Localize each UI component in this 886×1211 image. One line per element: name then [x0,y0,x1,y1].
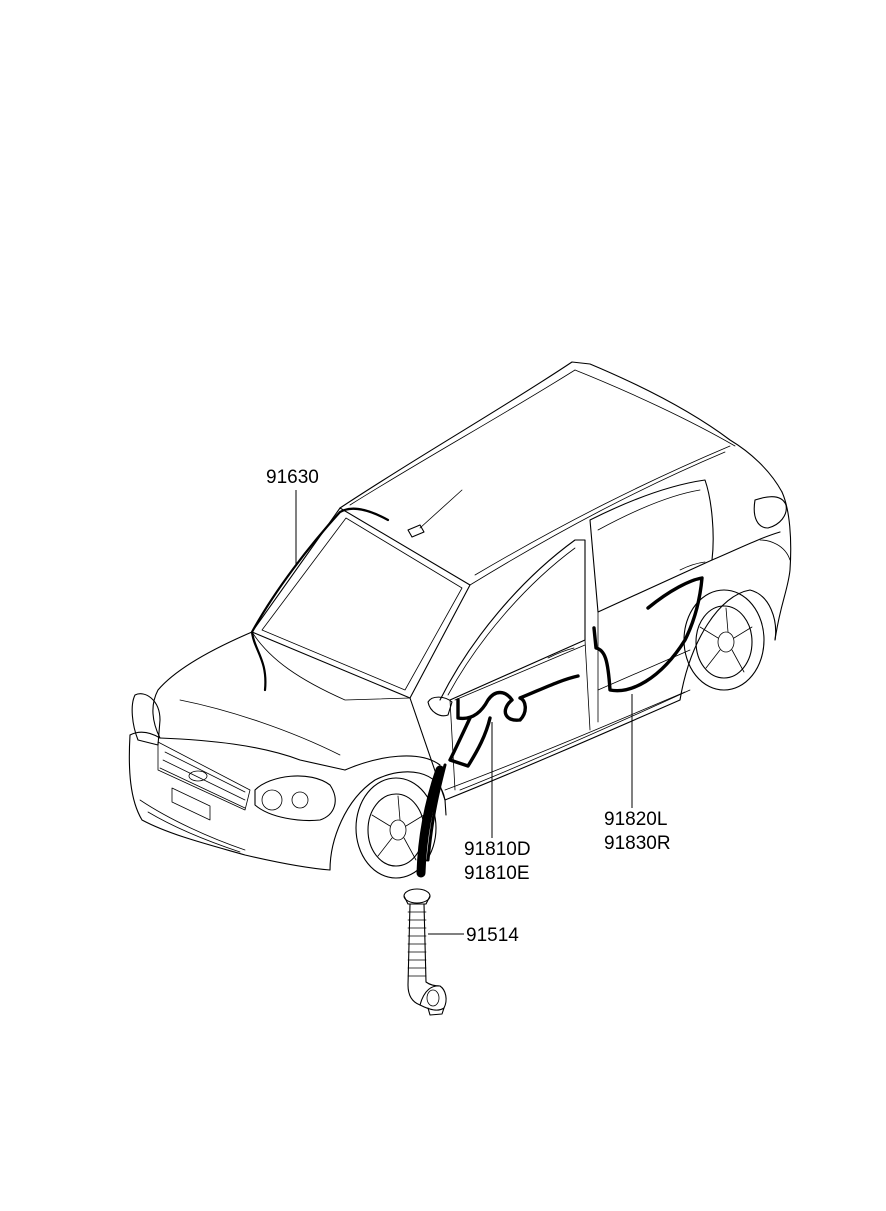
part-number: 91820L [604,809,668,830]
grommet-harness-91514 [416,763,447,878]
roof-harness-91630 [250,507,390,692]
leader-lines [295,490,633,935]
part-number: 91810D [464,839,531,860]
part-label-91514: 91514 [466,924,519,948]
part-number: 91630 [266,467,319,488]
roof-antenna [407,489,463,538]
part-number: 91514 [466,925,519,946]
part-label-91630: 91630 [266,466,319,490]
part-number: 91830R [604,833,671,854]
rear-door-harness-91820 [592,576,704,693]
grommet-part-91514 [403,888,447,1016]
part-label-91810: 91810D 91810E [464,838,531,886]
car-body-outline [128,361,792,879]
front-door-harness-91810 [448,674,580,768]
part-number: 91810E [464,863,530,884]
part-label-91820: 91820L 91830R [604,808,671,856]
